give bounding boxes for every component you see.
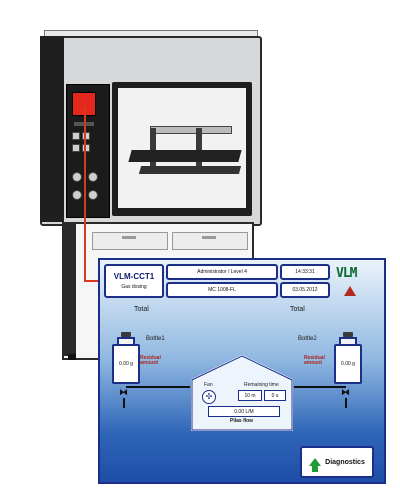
base-drawer: [92, 232, 168, 250]
dosing-housing: Fan ✣ Remaining time 10 m 0 s 0.00 L/M P…: [190, 354, 294, 432]
machine-button: [72, 144, 80, 152]
cabinet-base-side: [62, 222, 76, 356]
bottle1-residual-label: Residual amount: [140, 355, 161, 366]
bottle1-neck: [117, 337, 135, 345]
method-field[interactable]: MC 1008-FL: [166, 282, 278, 298]
mode-label: Gas dosing: [121, 284, 147, 290]
machine-button: [82, 144, 90, 152]
machine-button: [82, 132, 90, 140]
bottle2-cap: [343, 332, 353, 337]
bottle1-value: 0.00 g: [119, 361, 133, 367]
cabinet-foot: [68, 354, 76, 360]
total-label-right: Total: [290, 306, 305, 313]
bottle1-cap: [121, 332, 131, 337]
cabinet-side-panel: [40, 36, 64, 222]
machine-knob: [88, 172, 98, 182]
time-field: 14:33:31: [280, 264, 330, 280]
method-text: MC 1008-FL: [208, 287, 236, 293]
date-field: 03.05.2012: [280, 282, 330, 298]
flow-label: Pilas flow: [230, 418, 254, 424]
bottle1-name: Bottle1: [146, 336, 165, 342]
drawer-handle: [122, 236, 136, 239]
date-text: 03.05.2012: [292, 287, 318, 293]
diagnostics-button[interactable]: Diagnostics: [300, 446, 374, 478]
diagnostics-label: Diagnostics: [325, 458, 365, 466]
arrow-up-icon: [309, 458, 322, 472]
total-label-left: Total: [134, 306, 149, 313]
pipe-right: [294, 386, 346, 388]
machine-button: [72, 132, 80, 140]
flow-field: 0.00 L/M: [208, 406, 280, 417]
fan-icon[interactable]: ✣: [202, 390, 216, 404]
chamber-tray: [138, 166, 242, 174]
bottle2-valve-icon[interactable]: ⧓: [341, 387, 350, 397]
bottle1-valve-icon[interactable]: ⧓: [119, 387, 128, 397]
callout-line: [84, 108, 86, 282]
base-drawer: [172, 232, 248, 250]
user-level-text: Administrator / Level 4: [197, 269, 247, 275]
user-level-field[interactable]: Administrator / Level 4: [166, 264, 278, 280]
time-text: 14:33:31: [295, 269, 315, 275]
device-title-box: VLM-CCT1 Gas dosing: [104, 264, 164, 298]
bottle2-residual-label: Residual amount: [304, 355, 325, 366]
callout-line: [84, 280, 104, 282]
fan-label: Fan: [204, 382, 213, 388]
bottle2-name: Bottle2: [298, 336, 317, 342]
chamber-tray: [128, 150, 242, 162]
vlm-logo: VLM: [336, 266, 358, 281]
remaining-seconds-field: 0 s: [264, 390, 286, 401]
chamber-window: [118, 88, 246, 208]
machine-knob: [88, 190, 98, 200]
remaining-time-label: Remaining time: [244, 382, 279, 388]
hmi-screen: VLM-CCT1 Gas dosing Administrator / Leve…: [98, 258, 386, 484]
device-name: VLM-CCT1: [113, 272, 155, 281]
pipe-left: [126, 386, 190, 388]
remaining-minutes-field: 10 m: [238, 390, 262, 401]
remaining-seconds: 0 s: [271, 392, 279, 399]
bottle1-outlet: [123, 398, 125, 408]
bottle2-neck: [339, 337, 357, 345]
remaining-minutes: 10 m: [244, 392, 256, 399]
chamber-rail: [150, 126, 232, 134]
bottle1-level: 0.00 g: [112, 344, 140, 384]
warning-triangle-icon[interactable]: [344, 286, 356, 296]
machine-knob: [72, 190, 82, 200]
machine-knob: [72, 172, 82, 182]
drawer-handle: [202, 236, 216, 239]
flow-value: 0.00 L/M: [234, 408, 254, 415]
bottle2-outlet: [345, 398, 347, 408]
bottle2-value: 0.00 g: [341, 361, 355, 367]
bottle2-level: 0.00 g: [334, 344, 362, 384]
